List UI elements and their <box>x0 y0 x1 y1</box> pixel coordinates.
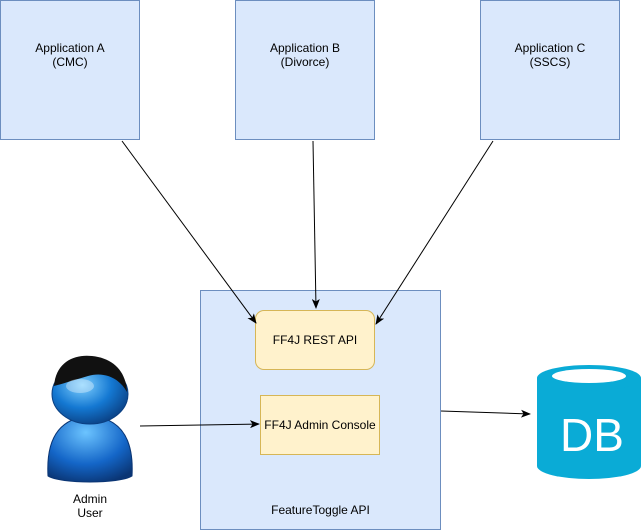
database-label: DB <box>560 409 624 461</box>
application-c-name: Application C <box>514 41 586 55</box>
arrow-app-c-to-rest-api <box>375 140 494 325</box>
admin-user-line1: Admin <box>72 492 107 506</box>
application-c-box: Application C (SSCS) <box>480 0 620 140</box>
ff4j-admin-console-label: FF4J Admin Console <box>264 418 376 432</box>
application-a-name: Application A <box>35 41 105 55</box>
application-c-code: (SSCS) <box>529 55 571 69</box>
ff4j-admin-console-box: FF4J Admin Console <box>260 395 380 455</box>
arrow-app-a-to-rest-api <box>121 140 257 324</box>
application-a-code: (CMC) <box>52 55 88 69</box>
feature-toggle-api-label: FeatureToggle API <box>271 503 370 517</box>
user-icon <box>47 355 133 483</box>
admin-user-line2: User <box>77 506 103 520</box>
admin-user-label: Admin User <box>50 492 130 520</box>
ff4j-rest-api-label: FF4J REST API <box>272 333 358 347</box>
application-b-code: (Divorce) <box>280 55 330 69</box>
arrow-user-to-admin-console <box>139 420 260 429</box>
ff4j-rest-api-box: FF4J REST API <box>255 310 375 370</box>
application-b-name: Application B <box>269 41 341 55</box>
database-icon <box>537 365 641 479</box>
application-a-box: Application A (CMC) <box>0 0 140 140</box>
arrow-api-to-db <box>440 409 531 418</box>
arrow-app-b-to-rest-api <box>311 140 320 309</box>
application-b-box: Application B (Divorce) <box>235 0 375 140</box>
